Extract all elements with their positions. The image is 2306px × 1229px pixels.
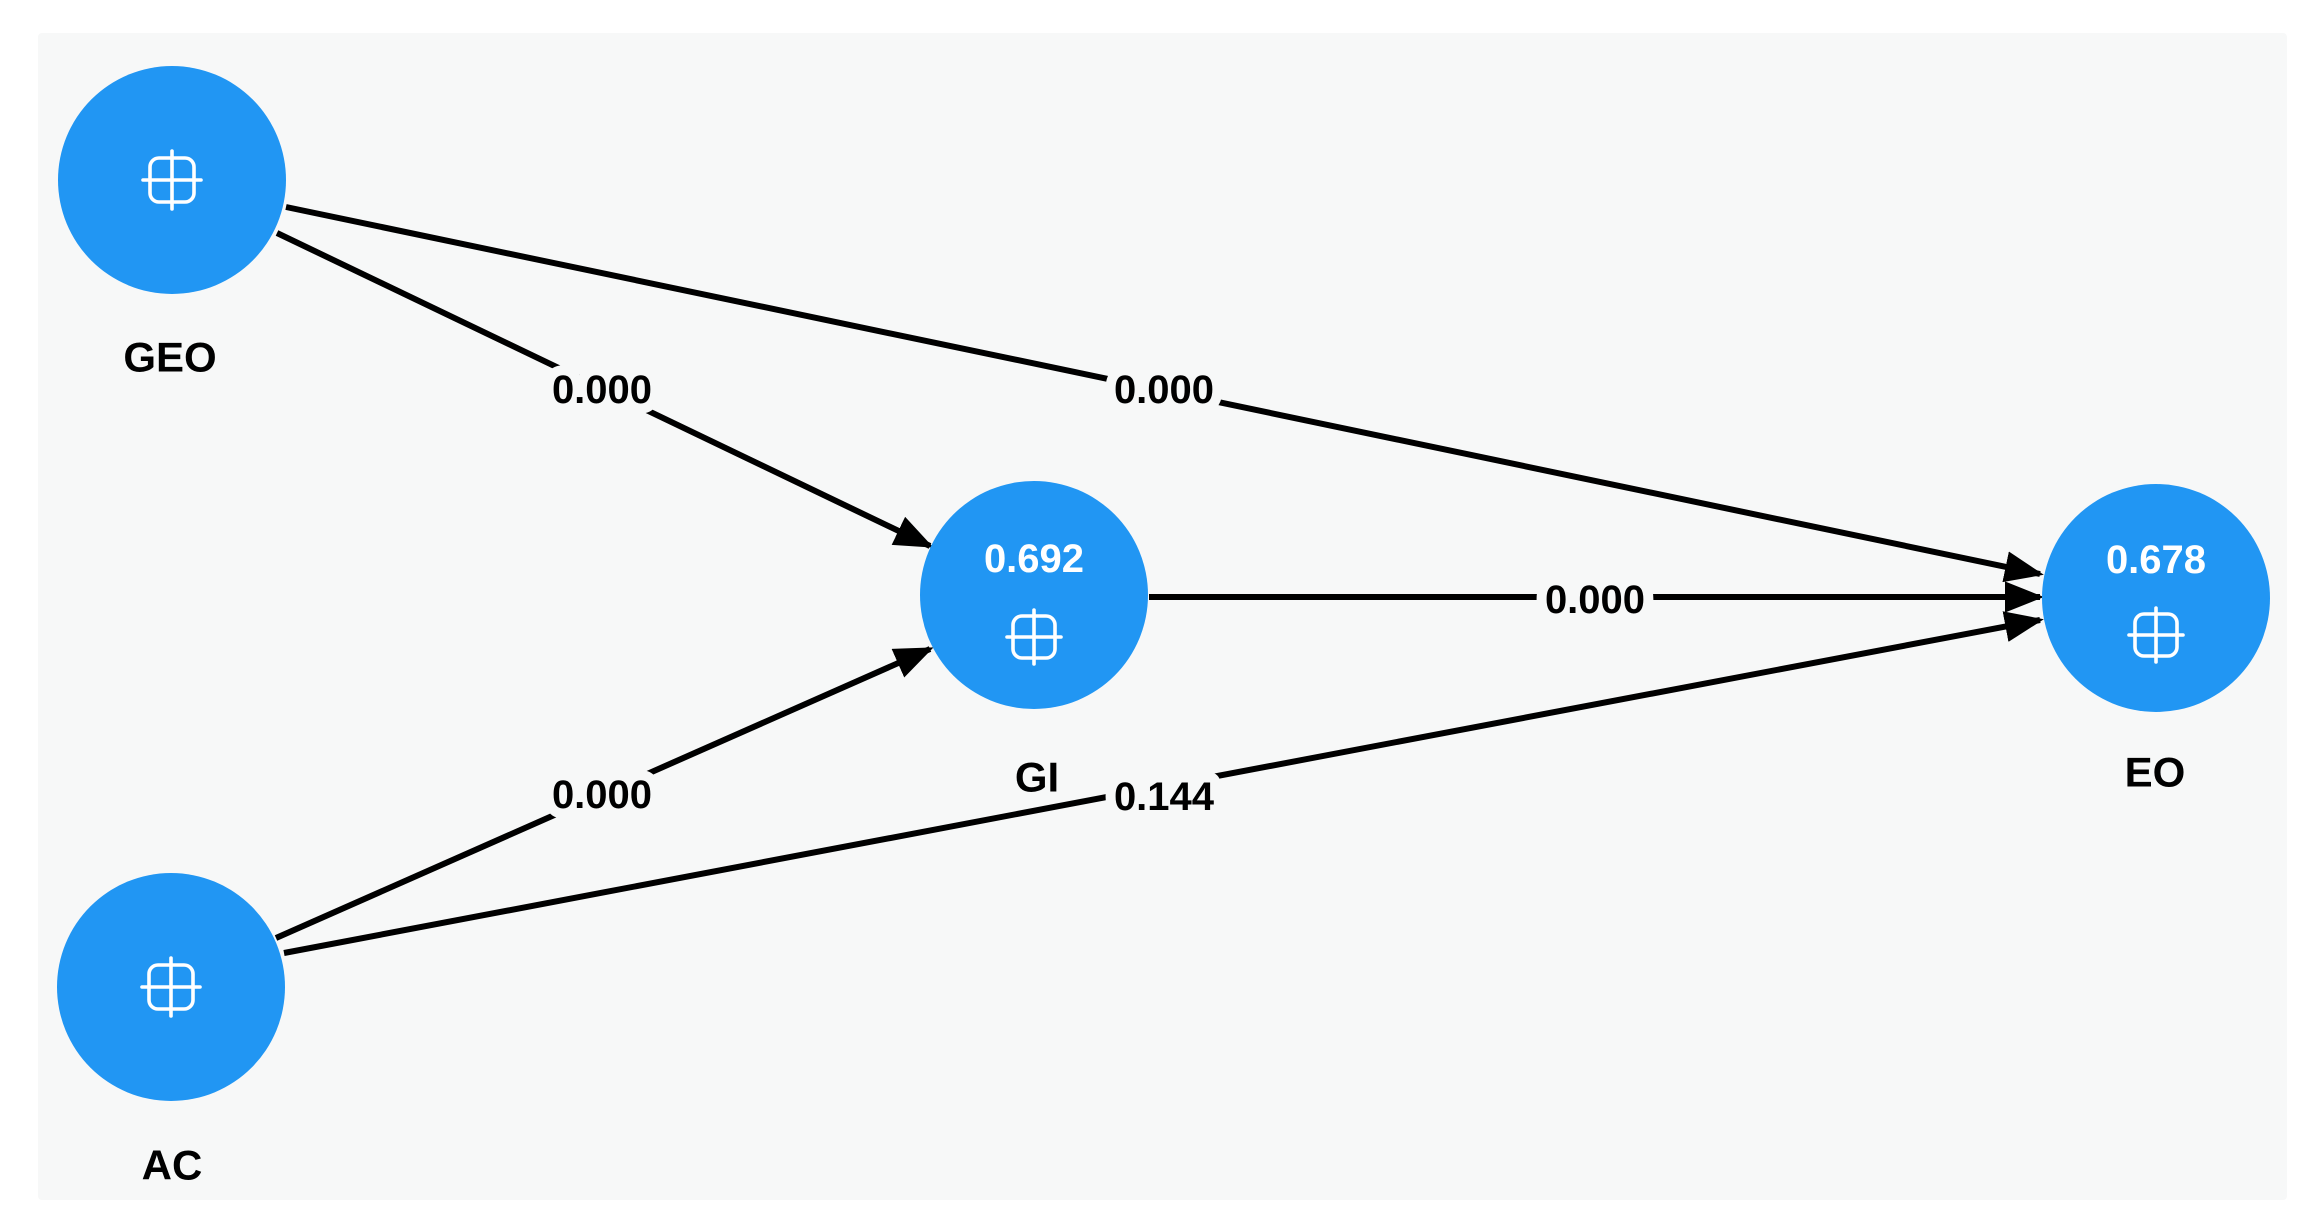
edge-geo-gi[interactable]: 0.000 [275,230,934,549]
node-geo-label: GEO [123,334,216,381]
node-ac[interactable]: AC [57,873,285,1189]
node-eo-circle[interactable] [2042,484,2270,712]
edge-geo-gi-label: 0.000 [552,368,652,412]
edge-gi-eo-label: 0.000 [1545,578,1645,622]
node-gi[interactable]: 0.692 GI [920,481,1148,801]
edge-ac-gi-label: 0.000 [552,773,652,817]
node-gi-circle[interactable] [920,481,1148,709]
canvas-background[interactable] [38,33,2287,1200]
edge-ac-gi[interactable]: 0.000 [274,646,934,941]
edge-geo-eo[interactable]: 0.000 [285,204,2044,583]
edge-ac-eo-line[interactable] [283,611,2044,956]
expand-icon[interactable] [140,956,202,1018]
edge-ac-eo-label: 0.144 [1114,775,1215,819]
expand-icon[interactable] [141,149,203,211]
edge-gi-eo[interactable]: 0.000 [1149,568,2044,632]
expand-icon[interactable] [2127,606,2185,664]
edge-ac-gi-line[interactable] [274,646,934,941]
edge-ac-eo[interactable]: 0.144 [283,611,2044,956]
edge-geo-gi-line[interactable] [275,230,934,549]
edge-geo-eo-label: 0.000 [1114,368,1214,412]
expand-icon[interactable] [1005,608,1063,666]
node-eo-rsquared-value: 0.678 [2106,538,2206,582]
node-gi-label: GI [1015,754,1059,801]
node-geo[interactable]: GEO [58,66,286,381]
node-gi-rsquared-value: 0.692 [984,537,1084,581]
node-ac-label: AC [142,1142,203,1189]
edge-geo-eo-line[interactable] [285,204,2044,583]
node-eo[interactable]: 0.678 EO [2042,484,2270,796]
node-eo-label: EO [2125,749,2186,796]
